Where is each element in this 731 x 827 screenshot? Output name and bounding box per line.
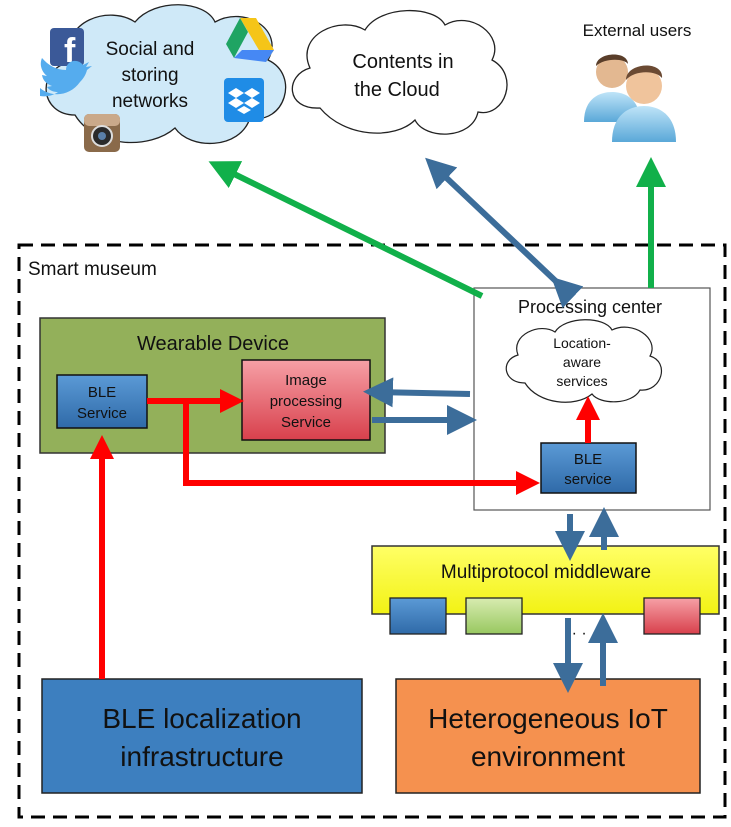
processing-center-label: Processing center <box>518 297 662 317</box>
wearable-device-label: Wearable Device <box>137 333 289 355</box>
image-processing-service: Image processing Service <box>241 359 371 441</box>
ble-service-wearable: BLE Service <box>56 374 148 429</box>
location-services-line-2: aware <box>563 354 601 370</box>
ble-service-wearable-line-1: BLE <box>88 384 116 401</box>
arrow-wearable-to-pc-ble <box>183 401 540 495</box>
ble-service-pc-line-2: service <box>564 471 612 488</box>
twitter-icon <box>40 58 92 97</box>
middleware-module-green <box>465 597 523 635</box>
image-processing-line-1: Image <box>285 372 327 389</box>
contents-cloud-line-1: Contents in <box>352 51 453 73</box>
arrow-pc-to-image <box>363 377 471 408</box>
ble-localization-infrastructure: BLE localization infrastructure <box>41 678 363 794</box>
arrow-to-social-cloud <box>208 161 484 299</box>
middleware-label: Multiprotocol middleware <box>441 562 651 583</box>
location-services-line-1: Location- <box>553 335 611 351</box>
ble-infra-line-1: BLE localization <box>102 703 301 734</box>
image-processing-line-3: Service <box>281 414 331 431</box>
middleware-module-blue <box>389 597 447 635</box>
contents-cloud-line-2: the Cloud <box>354 79 440 101</box>
social-cloud-line-3: networks <box>112 91 188 112</box>
heterogeneous-iot-environment: Heterogeneous IoT environment <box>395 678 701 794</box>
arrow-contents-cloud <box>425 157 584 309</box>
ble-service-wearable-line-2: Service <box>77 405 127 422</box>
social-cloud-line-2: storing <box>121 65 178 86</box>
instagram-icon <box>84 114 120 152</box>
middleware-module-red <box>643 597 701 635</box>
image-processing-line-2: processing <box>270 393 343 410</box>
middleware-ellipsis: · · · <box>572 625 597 642</box>
iot-env-line-1: Heterogeneous IoT <box>428 703 668 734</box>
location-services-line-3: services <box>556 373 607 389</box>
location-aware-services-cloud: Location- aware services <box>505 319 662 403</box>
google-drive-icon <box>226 18 274 62</box>
social-cloud-line-1: Social and <box>106 39 195 60</box>
users-icon <box>584 54 676 142</box>
ble-infra-line-2: infrastructure <box>120 741 283 772</box>
svg-text:f: f <box>64 32 76 70</box>
facebook-icon: f <box>50 28 84 70</box>
contents-cloud: Contents in the Cloud <box>291 9 508 135</box>
ble-service-pc-line-1: BLE <box>574 451 602 468</box>
dropbox-icon <box>224 78 264 122</box>
iot-env-line-2: environment <box>471 741 625 772</box>
ble-service-processing: BLE service <box>540 442 637 494</box>
smart-museum-label: Smart museum <box>28 259 157 280</box>
external-users-label: External users <box>583 21 692 40</box>
